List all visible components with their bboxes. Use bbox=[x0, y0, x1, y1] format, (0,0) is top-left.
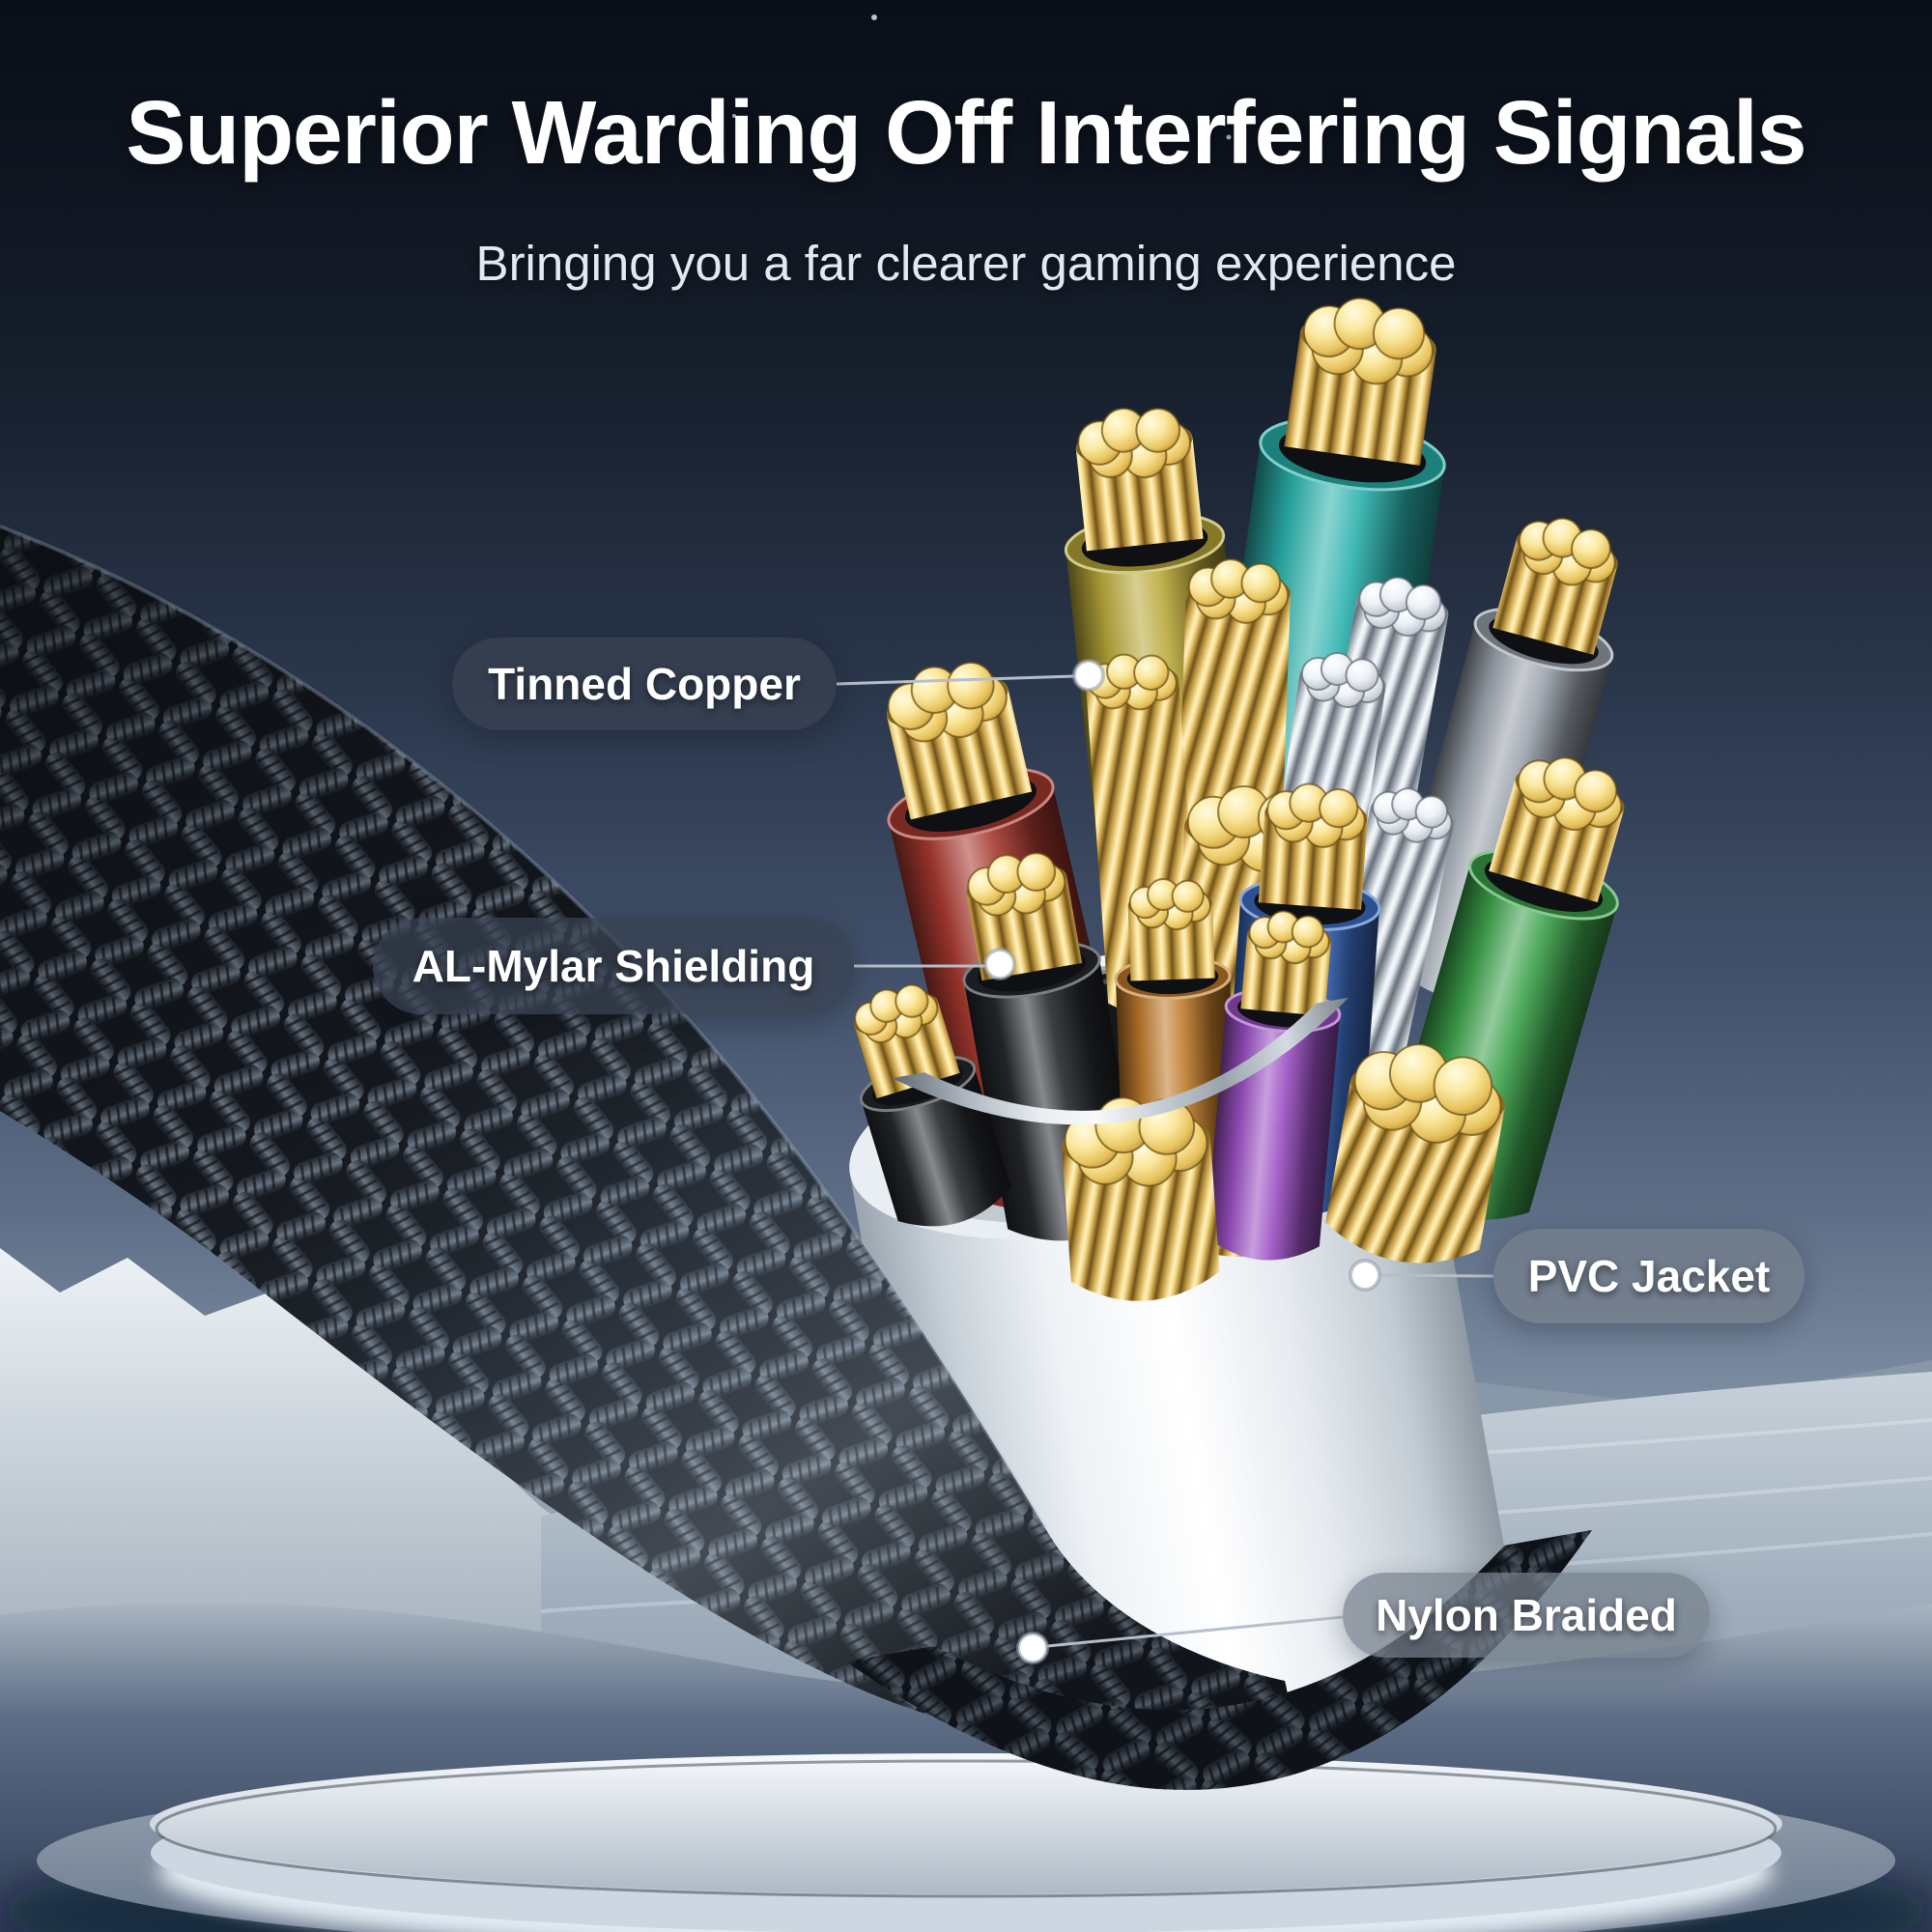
braid-collar bbox=[845, 1529, 1593, 1790]
platform bbox=[0, 1753, 1932, 1932]
page-title: Superior Warding Off Interfering Signals bbox=[126, 82, 1806, 183]
stars bbox=[732, 14, 1232, 140]
callout-line-nylon-braided bbox=[1046, 1615, 1344, 1648]
callout-label-nylon-braided: Nylon Braided bbox=[1343, 1573, 1710, 1658]
wire-bundle bbox=[854, 297, 1625, 1301]
callout-line-tinned-copper bbox=[836, 674, 1075, 686]
shield-front-rim bbox=[892, 997, 1349, 1125]
callout-label-pvc-jacket: PVC Jacket bbox=[1493, 1229, 1804, 1323]
page-subtitle: Bringing you a far clearer gaming experi… bbox=[475, 236, 1457, 291]
wire-gray bbox=[1385, 517, 1618, 1002]
callout-connectors bbox=[836, 659, 1494, 1664]
wire-gold-strands bbox=[1325, 1043, 1505, 1264]
callout-dot-al-mylar bbox=[983, 948, 1016, 980]
wire-gold-strands bbox=[1062, 1096, 1220, 1301]
callout-label-al-mylar-shielding: AL-Mylar Shielding bbox=[373, 918, 854, 1014]
callout-dot-tinned-copper bbox=[1072, 659, 1105, 692]
callout-label-tinned-copper: Tinned Copper bbox=[452, 638, 837, 730]
callout-dot-nylon-braided bbox=[1016, 1632, 1049, 1664]
callout-line-pvc-jacket bbox=[1378, 1273, 1494, 1278]
callout-dot-pvc-jacket bbox=[1349, 1259, 1381, 1292]
